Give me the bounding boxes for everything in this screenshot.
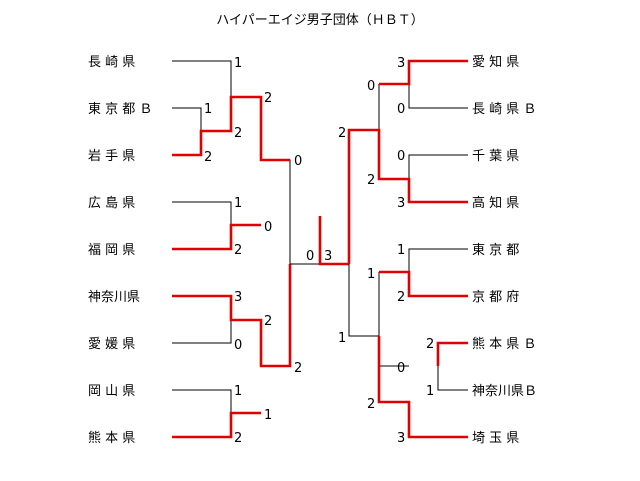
score: 3 [324,249,332,264]
score: 1 [426,384,434,399]
team-label: 熊 本 県 Ｂ [472,336,536,352]
team-label: 神奈川県Ｂ [472,384,537,399]
team-label: 神奈川県 [88,290,140,305]
team-label: 岩 手 県 [88,149,135,164]
score: 2 [426,337,434,352]
score: 2 [338,126,346,141]
score: 2 [264,91,272,106]
left-winner-lines [172,95,292,439]
team-label: 岡 山 県 [88,384,135,399]
score: 0 [264,220,272,235]
right-team-labels: 愛 知 県 長 崎 県 Ｂ 千 葉 県 高 知 県 東 京 都 京 都 府 熊 … [472,54,537,446]
score: 2 [367,397,375,412]
right-scores: 3 2 1 0 2 1 2 3 0 0 3 1 2 0 3 2 1 [324,56,434,446]
score: 0 [397,361,405,376]
score: 3 [397,56,405,71]
score: 2 [234,126,242,141]
score: 2 [264,314,272,329]
right-bracket-lines [348,84,468,391]
team-label: 長 崎 県 [88,55,135,70]
team-label: 高 知 県 [472,195,519,211]
team-label: 千 葉 県 [472,149,519,164]
score: 0 [367,79,375,94]
score: 0 [397,102,405,117]
team-label: 東 京 都 Ｂ [88,101,152,117]
score: 1 [367,267,375,282]
score: 0 [306,249,314,264]
score: 2 [234,243,242,258]
team-label: 愛 媛 県 [88,337,135,352]
team-label: 福 岡 県 [88,243,135,258]
score: 2 [397,290,405,305]
left-team-labels: 長 崎 県 東 京 都 Ｂ 岩 手 県 広 島 県 福 岡 県 神奈川県 愛 媛… [88,55,152,446]
team-label: 広 島 県 [88,196,135,211]
team-label: 埼 玉 県 [472,431,519,446]
score: 1 [397,243,405,258]
score: 3 [397,196,405,211]
bracket-title: ハイパーエイジ男子団体（ＨＢＴ） [216,13,423,28]
score: 3 [234,290,242,305]
team-label: 熊 本 県 [88,430,135,446]
score: 2 [204,150,212,165]
team-label: 長 崎 県 Ｂ [472,102,536,117]
team-label: 京 都 府 [472,290,519,305]
score: 0 [234,338,242,353]
team-label: 愛 知 県 [472,54,519,70]
score: 2 [294,361,302,376]
score: 1 [234,384,242,399]
score: 2 [367,173,375,188]
score: 1 [204,102,212,117]
score: 1 [234,196,242,211]
team-label: 東 京 都 [472,242,519,258]
left-scores: 1 1 2 2 2 1 2 0 0 3 0 2 1 2 1 2 0 [204,56,314,446]
score: 3 [397,431,405,446]
score: 1 [234,56,242,71]
score: 1 [264,408,272,423]
score: 0 [397,149,405,164]
score: 2 [234,431,242,446]
right-winner-lines [347,59,468,439]
score: 0 [294,154,302,169]
score: 1 [338,331,346,346]
final-winner-lines [318,216,349,266]
